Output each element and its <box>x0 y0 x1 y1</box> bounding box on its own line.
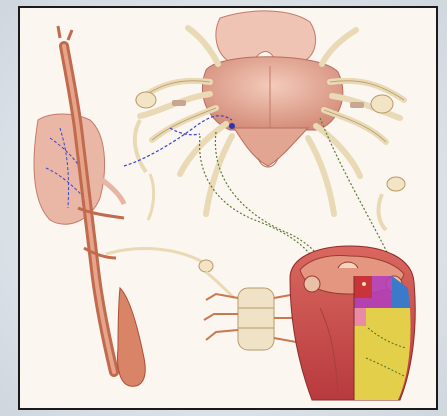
figure-frame <box>18 6 438 410</box>
nerve-plexus <box>106 249 234 298</box>
brainstem <box>202 11 342 167</box>
nerve-anatomy-diagram <box>20 8 440 412</box>
tongue <box>290 246 415 400</box>
spinal-segment <box>204 288 298 350</box>
